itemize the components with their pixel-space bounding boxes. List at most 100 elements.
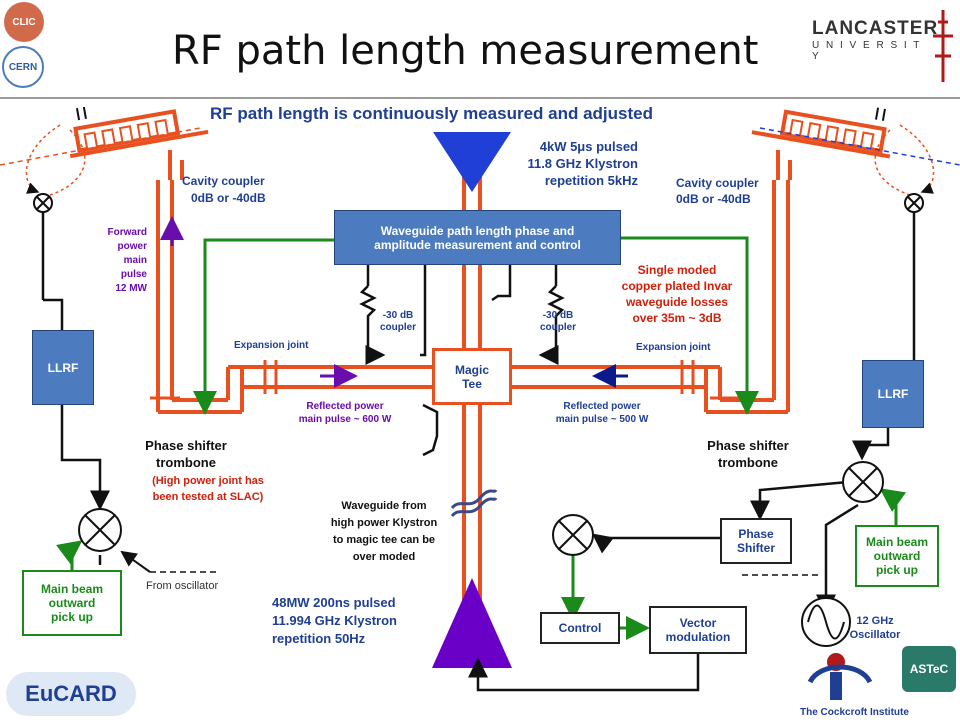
left-beam-axis bbox=[0, 127, 201, 166]
klystron-48mw-line3: repetition 50Hz bbox=[272, 631, 366, 646]
slac-note-line1: (High power joint has bbox=[152, 475, 264, 487]
coupler-right-line1: -30 dB bbox=[542, 310, 574, 321]
black-signal-lines bbox=[41, 212, 916, 692]
forward-power-line3: main bbox=[123, 255, 147, 266]
main-beam-left-line1: Main beam bbox=[40, 582, 103, 596]
klystron-4kw-triangle bbox=[433, 132, 511, 192]
slac-note: (High power joint has been tested at SLA… bbox=[130, 473, 286, 505]
mixers bbox=[33, 193, 924, 556]
lancaster-logo-line2: U N I V E R S I T Y bbox=[812, 40, 922, 62]
waveguide-break bbox=[450, 489, 498, 510]
magic-tee-line1: Magic bbox=[454, 362, 489, 377]
forward-power-line5: 12 MW bbox=[115, 283, 147, 294]
astec-logo: ASTeC bbox=[902, 646, 956, 692]
phase-trombone-left-label: Phase shifter trombone bbox=[130, 437, 242, 471]
waveguide-from-line2: high power Klystron bbox=[330, 517, 438, 529]
waveguide-from-label: Waveguide from high power Klystron to ma… bbox=[318, 498, 450, 566]
cavity-coupler-right-line2: 0dB or -40dB bbox=[676, 192, 751, 206]
subtitle: RF path length is continuously measured … bbox=[210, 104, 653, 123]
reflected-right-label: Reflected power main pulse ~ 500 W bbox=[540, 400, 664, 426]
coupler-right-label: -30 dB coupler bbox=[530, 310, 586, 334]
oscillator-label: 12 GHz Oscillator bbox=[842, 614, 908, 642]
lancaster-logo-line1: LANCASTER bbox=[812, 18, 939, 39]
coupler-left-line2: coupler bbox=[379, 322, 417, 333]
expansion-joint-right-label: Expansion joint bbox=[636, 342, 711, 353]
green-signal-lines bbox=[56, 236, 907, 640]
lancaster-logo: LANCASTER U N I V E R S I T Y bbox=[812, 18, 939, 62]
reflected-right-line1: Reflected power bbox=[563, 401, 641, 412]
cavity-coupler-left-line2: 0dB or -40dB bbox=[191, 191, 266, 205]
main-beam-left-line3: pick up bbox=[50, 610, 93, 624]
eucard-logo-text: EuCARD bbox=[25, 681, 117, 706]
right-beam-axis bbox=[759, 127, 960, 166]
phase-trombone-right-line1: Phase shifter bbox=[707, 438, 789, 453]
main-beam-left-line2: outward bbox=[48, 596, 96, 610]
phase-trombone-right-line2: trombone bbox=[718, 455, 778, 470]
klystron-48mw-triangle bbox=[432, 578, 512, 668]
coupler-left-label: -30 dB coupler bbox=[370, 310, 426, 334]
phase-trombone-left-line2: trombone bbox=[156, 455, 216, 470]
klystron-4kw-line1: 4kW 5μs pulsed bbox=[539, 139, 638, 154]
waveguide-box-line2: amplitude measurement and control bbox=[374, 237, 581, 252]
cockcroft-logo: The Cockcroft Institute bbox=[800, 652, 909, 718]
oscillator-line2: Oscillator bbox=[849, 629, 901, 641]
main-beam-right-line2: outward bbox=[873, 549, 921, 563]
vector-modulation-box: Vector modulation bbox=[649, 606, 747, 654]
phase-trombone-right-label: Phase shifter trombone bbox=[692, 437, 804, 471]
llrf-left-label: LLRF bbox=[47, 360, 79, 375]
forward-power-line1: Forward bbox=[107, 227, 147, 238]
cavity-coupler-right-label: Cavity coupler 0dB or -40dB bbox=[676, 175, 759, 207]
cavity-coupler-left-label: Cavity coupler 0dB or -40dB bbox=[182, 173, 266, 207]
waveguide-measurement-box: Waveguide path length phase and amplitud… bbox=[334, 210, 621, 265]
reflected-left-line2: main pulse ~ 600 W bbox=[298, 414, 392, 425]
magic-tee-box: Magic Tee bbox=[432, 348, 512, 405]
main-beam-pickup-left: Main beam outward pick up bbox=[22, 570, 122, 636]
clic-logo-text: CLIC bbox=[12, 16, 36, 28]
klystron-4kw-line3: repetition 5kHz bbox=[544, 173, 638, 188]
phase-shifter-line2: Shifter bbox=[736, 541, 775, 555]
phase-shifter-line1: Phase bbox=[738, 527, 774, 541]
reflected-left-label: Reflected power main pulse ~ 600 W bbox=[282, 400, 408, 426]
llrf-left-box: LLRF bbox=[32, 330, 94, 405]
main-beam-pickup-right: Main beam outward pick up bbox=[855, 525, 939, 587]
eucard-logo: EuCARD bbox=[6, 672, 136, 716]
single-moded-line1: Single moded bbox=[637, 263, 717, 277]
phase-shifter-box: Phase Shifter bbox=[720, 518, 792, 564]
cockcroft-logo-text: The Cockcroft Institute bbox=[800, 707, 909, 718]
single-moded-line2: copper plated Invar bbox=[621, 279, 733, 293]
klystron-48mw-label: 48MW 200ns pulsed 11.994 GHz Klystron re… bbox=[272, 594, 397, 648]
waveguide-from-line3: to magic tee can be bbox=[332, 534, 436, 546]
forward-power-label: Forward power main pulse 12 MW bbox=[90, 226, 147, 296]
phase-trombone-left-line1: Phase shifter bbox=[145, 438, 227, 453]
vector-modulation-line1: Vector bbox=[679, 616, 717, 630]
single-moded-line3: waveguide losses bbox=[625, 295, 729, 309]
coupler-right-line2: coupler bbox=[539, 322, 577, 333]
clic-logo: CLIC bbox=[4, 2, 44, 42]
single-moded-line4: over 35m ~ 3dB bbox=[632, 311, 722, 325]
waveguide-from-line4: over moded bbox=[352, 551, 416, 563]
klystron-4kw-line2: 11.8 GHz Klystron bbox=[527, 156, 638, 171]
reflected-right-line2: main pulse ~ 500 W bbox=[555, 414, 649, 425]
cavity-coupler-right-line1: Cavity coupler bbox=[676, 176, 759, 190]
cern-logo: CERN bbox=[2, 46, 44, 88]
llrf-right-box: LLRF bbox=[862, 360, 924, 428]
klystron-48mw-line1: 48MW 200ns pulsed bbox=[272, 595, 396, 610]
control-box: Control bbox=[540, 612, 620, 644]
expansion-joint-left-label: Expansion joint bbox=[234, 340, 309, 351]
astec-logo-text: ASTeC bbox=[909, 662, 949, 676]
vector-modulation-line2: modulation bbox=[665, 630, 731, 644]
left-structure bbox=[69, 106, 209, 159]
control-label: Control bbox=[558, 621, 602, 635]
from-oscillator-label: From oscillator bbox=[146, 580, 219, 592]
llrf-right-label: LLRF bbox=[877, 387, 909, 401]
reflected-left-line1: Reflected power bbox=[306, 401, 384, 412]
slac-note-line2: been tested at SLAC) bbox=[152, 491, 264, 503]
forward-power-line2: power bbox=[117, 241, 147, 252]
klystron-4kw-label: 4kW 5μs pulsed 11.8 GHz Klystron repetit… bbox=[512, 138, 638, 189]
oscillator-line1: 12 GHz bbox=[856, 615, 894, 627]
klystron-48mw-line2: 11.994 GHz Klystron bbox=[272, 613, 397, 628]
single-moded-label: Single moded copper plated Invar wavegui… bbox=[602, 262, 752, 326]
main-beam-right-line3: pick up bbox=[875, 563, 918, 577]
